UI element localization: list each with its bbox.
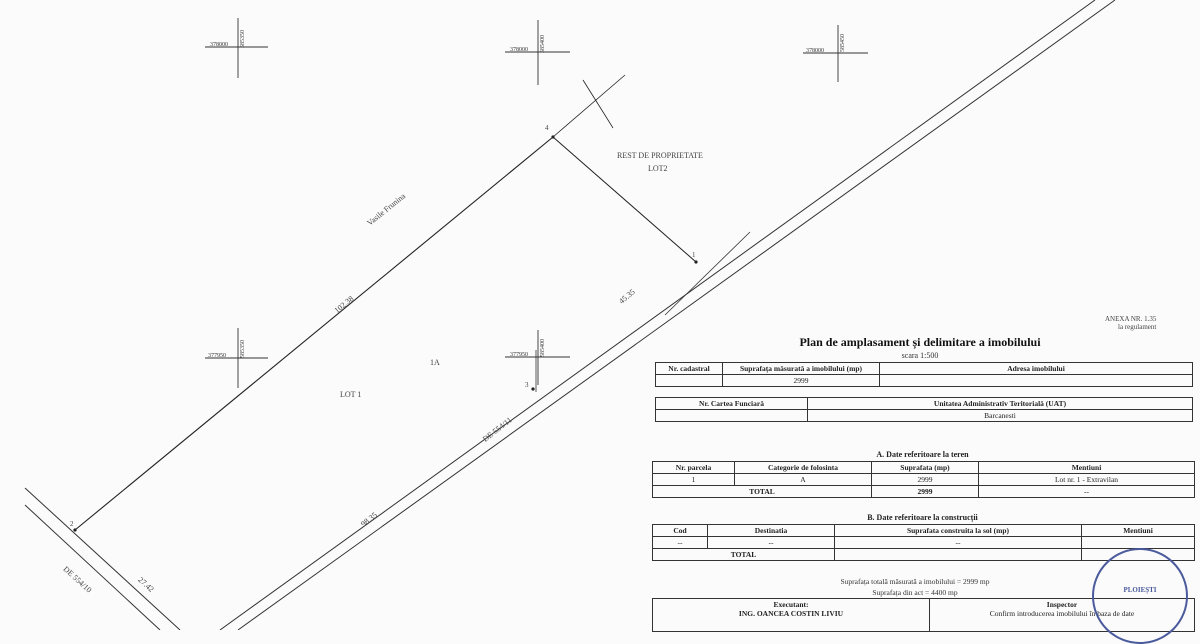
header-uat: Unitatea Administrativ Teritorială (UAT)	[807, 397, 1193, 410]
coord-label: 585350	[240, 340, 246, 358]
header-land-book: Nr. Cartea Funciară	[655, 397, 808, 410]
point-1-dot	[694, 260, 698, 264]
coord-label: 378000	[510, 47, 528, 53]
coord-label: 378000	[210, 42, 228, 48]
code-value: --	[652, 536, 708, 549]
parcel-label: 1A	[430, 358, 440, 367]
lot2-label: LOT2	[648, 164, 668, 173]
executant-cell: Executant: ING. OANCEA COSTIN LIVIU	[652, 598, 930, 632]
land-book-value	[655, 409, 808, 422]
header-code: Cod	[652, 524, 708, 537]
lot-boundary-top	[552, 136, 697, 263]
coord-label: 585350	[240, 30, 246, 48]
cadastral-plan	[24, 0, 1116, 630]
rest-property-label: REST DE PROPRIETATE	[617, 151, 703, 160]
surface-value: 2999	[722, 374, 880, 387]
boundary-cross	[582, 79, 614, 129]
section-a-title: A. Date referitoare la teren	[876, 450, 969, 459]
coord-label: 378000	[806, 48, 824, 54]
point-label: 4	[545, 124, 549, 132]
lot-label: LOT 1	[340, 390, 362, 399]
executant-label: Executant:	[773, 600, 809, 609]
road-line-b	[237, 0, 1116, 630]
built-area-value: --	[834, 536, 1082, 549]
road-de2-line-a	[24, 487, 181, 630]
coord-label: 585400	[540, 35, 546, 53]
parcel-number: 1	[652, 473, 735, 486]
land-book-table: Nr. Cartea Funciară Unitatea Administrat…	[655, 397, 1193, 422]
point-label: 2	[70, 520, 74, 528]
parcel-mentions: Lot nr. 1 - Extravilan	[978, 473, 1195, 486]
header-category: Categorie de folosinta	[734, 461, 872, 474]
total-label-b: TOTAL	[652, 548, 835, 561]
property-table: Nr. cadastral Suprafața măsurată a imobi…	[655, 362, 1193, 387]
road-de2-line-b	[24, 504, 161, 630]
header-mentions: Mentiuni	[978, 461, 1195, 474]
section-b-title: B. Date referitoare la construcții	[867, 513, 978, 522]
total-area: 2999	[871, 485, 979, 498]
point-label: 1	[692, 251, 696, 259]
parcel-category: A	[734, 473, 872, 486]
inspector-label: Inspector	[1046, 600, 1078, 609]
cadastral-value	[655, 374, 723, 387]
destination-value: --	[707, 536, 835, 549]
executant-name: ING. OANCEA COSTIN LIVIU	[738, 609, 844, 618]
header-surface: Suprafața măsurată a imobilului (mp)	[722, 362, 880, 375]
grid-crosses	[205, 18, 868, 388]
road-extension	[664, 231, 751, 316]
point-2-dot	[73, 528, 77, 532]
coord-label: 585450	[840, 34, 846, 52]
inspector-text: Confirm introducerea imobilului în baza …	[989, 609, 1135, 618]
header-area: Suprafata (mp)	[871, 461, 979, 474]
total-built-area	[834, 548, 1082, 561]
annex-regulation: la regulament	[1118, 323, 1157, 331]
coord-label: 377950	[510, 352, 528, 358]
uat-value: Barcanesti	[807, 409, 1193, 422]
boundary-extension	[552, 74, 626, 138]
annex-number: ANEXA NR. 1.35	[1105, 315, 1157, 323]
document-title: Plan de amplasament și delimitare a imob…	[799, 335, 1041, 349]
header-built-area: Suprafata construita la sol (mp)	[834, 524, 1082, 537]
stamp-text: PLOIEȘTI	[1123, 586, 1157, 594]
lot-boundary-left	[74, 136, 554, 531]
address-value	[879, 374, 1193, 387]
header-address: Adresa imobilului	[879, 362, 1193, 375]
annex-note: ANEXA NR. 1.35 la regulament	[1105, 315, 1156, 331]
land-table: Nr. parcela Categorie de folosinta Supra…	[652, 461, 1195, 498]
header-cadastral: Nr. cadastral	[655, 362, 723, 375]
parcel-area: 2999	[871, 473, 979, 486]
header-mentions-b: Mentiuni	[1081, 524, 1195, 537]
header-parcel: Nr. parcela	[652, 461, 735, 474]
coord-label: 585400	[540, 339, 546, 357]
total-label: TOTAL	[652, 485, 872, 498]
point-3-dot	[531, 387, 535, 391]
total-surface-summary: Suprafața totală măsurată a imobilului =…	[840, 577, 990, 586]
act-surface-summary: Suprafața din act = 4400 mp	[872, 588, 958, 597]
road-line-a	[219, 0, 1096, 630]
header-destination: Destinatia	[707, 524, 835, 537]
total-mentions: --	[978, 485, 1195, 498]
mentions-value	[1081, 536, 1195, 549]
scale-label: scara 1:500	[901, 351, 939, 360]
coord-label: 377950	[208, 353, 226, 359]
point-4-dot	[551, 135, 555, 139]
point-label: 3	[525, 381, 529, 389]
